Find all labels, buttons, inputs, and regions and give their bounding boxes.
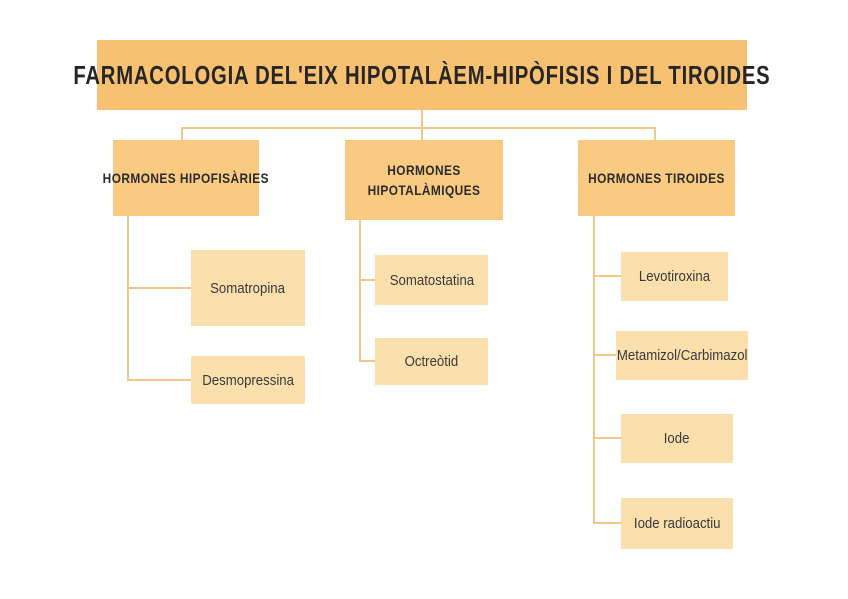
branch-label: HORMONES HIPOFISÀRIES: [102, 169, 270, 186]
child-label: Iode: [664, 430, 690, 447]
connector-line: [127, 287, 191, 289]
connector-line: [359, 279, 375, 281]
child-label: Octreòtid: [404, 353, 459, 370]
connector-line: [127, 379, 191, 381]
child-box-iode-radioactiu: Iode radioactiu: [621, 498, 733, 549]
child-label: Metamizol/Carbimazol: [616, 347, 748, 364]
diagram-title: FARMACOLOGIA DEL'EIX HIPOTALÀEM-HIPÒFISI…: [73, 59, 771, 90]
child-box-somatostatina: Somatostatina: [375, 255, 488, 305]
branch-label: HORMONES HIPOTALÀMIQUES: [367, 161, 481, 198]
child-box-octreotid: Octreòtid: [375, 338, 488, 385]
connector-line: [593, 275, 621, 277]
child-label: Levotiroxina: [638, 268, 711, 285]
diagram-title-box: FARMACOLOGIA DEL'EIX HIPOTALÀEM-HIPÒFISI…: [73, 40, 770, 110]
connector-line: [359, 220, 361, 362]
connector-line: [181, 127, 656, 129]
child-box-metamizol-carbimazol: Metamizol/Carbimazol: [616, 331, 748, 380]
connector-line: [593, 522, 621, 524]
connector-line: [593, 216, 595, 524]
child-label: Somatostatina: [389, 271, 474, 289]
branch-box-hormones-hipofisaries: HORMONES HIPOFISÀRIES: [103, 140, 269, 216]
child-label: Somatropina: [210, 279, 286, 297]
connector-line: [654, 127, 656, 140]
branch-box-hormones-hipotalamiques: HORMONES HIPOTALÀMIQUES: [345, 140, 503, 220]
connector-line: [181, 127, 183, 140]
connector-line: [359, 360, 375, 362]
child-box-somatropina: Somatropina: [191, 250, 305, 326]
branch-box-hormones-tiroides: HORMONES TIROIDES: [578, 140, 735, 216]
child-box-levotiroxina: Levotiroxina: [621, 252, 728, 301]
connector-line: [593, 437, 621, 439]
connector-line: [421, 110, 423, 140]
connector-line: [127, 216, 129, 381]
child-box-desmopressina: Desmopressina: [191, 356, 305, 404]
child-label: Iode radioactiu: [633, 515, 721, 532]
child-label: Desmopressina: [202, 371, 294, 389]
branch-label: HORMONES TIROIDES: [588, 169, 725, 186]
connector-line: [593, 354, 616, 356]
child-box-iode: Iode: [621, 414, 733, 463]
